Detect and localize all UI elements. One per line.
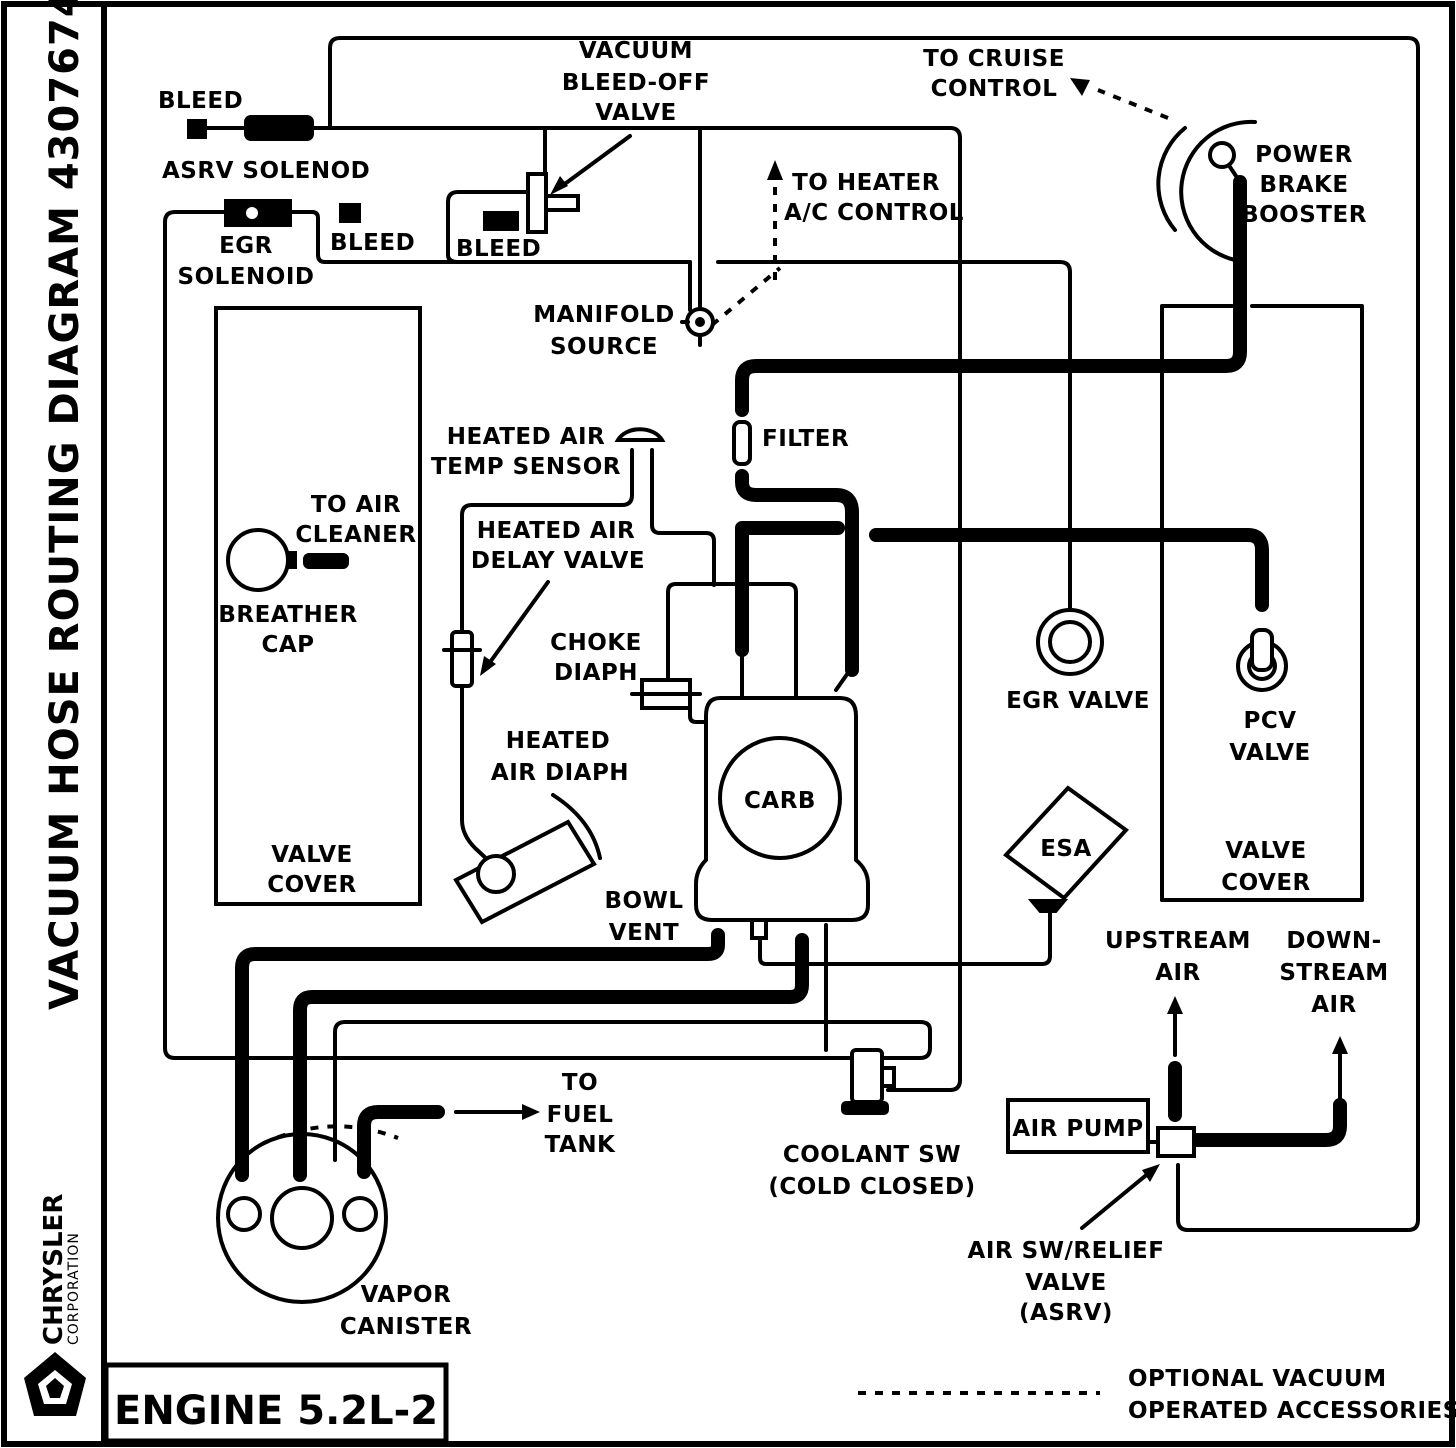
thick-hoses — [235, 175, 1347, 1182]
label-egr-valve: EGR VALVE — [1006, 688, 1150, 714]
bleed-2-port-icon — [339, 203, 361, 223]
label-pcv: PCV — [1243, 708, 1296, 734]
dashed-canister-line — [261, 1124, 399, 1146]
dashed-manifold-line — [710, 266, 782, 327]
label-bowl: BOWL — [604, 888, 683, 914]
pentastar-logo-icon — [24, 1352, 86, 1416]
asrv-solenoid-icon — [244, 115, 314, 141]
bleed-off-valve-icon — [526, 172, 580, 234]
label-cover-left: COVER — [267, 872, 357, 898]
label-power: POWER — [1255, 142, 1353, 168]
label-to: TO — [562, 1070, 598, 1096]
label-delay-valve: DELAY VALVE — [471, 548, 645, 574]
pcv-valve-icon — [1236, 628, 1288, 692]
label-heated-air-2: HEATED AIR — [477, 518, 636, 544]
label-down: DOWN- — [1286, 928, 1381, 954]
manifold-source-icon — [680, 307, 715, 347]
bleed-3-port-icon — [483, 211, 519, 231]
label-temp-sensor: TEMP SENSOR — [431, 454, 621, 480]
label-heated: HEATED — [506, 728, 610, 754]
label-tank: TANK — [545, 1132, 616, 1158]
label-canister: CANISTER — [340, 1314, 472, 1340]
label-cold-closed: (COLD CLOSED) — [768, 1174, 975, 1200]
label-vacuum: VACUUM — [579, 38, 693, 64]
label-air-diaph: AIR DIAPH — [491, 760, 629, 786]
label-asrv-abbr: (ASRV) — [1019, 1300, 1113, 1326]
engine-box — [103, 1362, 449, 1444]
filter-icon — [732, 420, 752, 466]
label-booster: BOOSTER — [1241, 202, 1367, 228]
label-to-heater: TO HEATER — [792, 170, 940, 196]
label-valve-right: VALVE — [1225, 838, 1307, 864]
label-cap: CAP — [261, 632, 314, 658]
label-choke: CHOKE — [550, 630, 642, 656]
heated-air-diaph-icon — [453, 793, 602, 925]
label-down-air: AIR — [1311, 992, 1357, 1018]
label-air-pump: AIR PUMP — [1012, 1116, 1143, 1142]
label-egr: EGR — [219, 233, 273, 259]
legend-line1: OPTIONAL VACUUM — [1128, 1366, 1387, 1392]
label-asrv-solenoid: ASRV SOLENOD — [162, 158, 370, 184]
label-heated-air: HEATED AIR — [447, 424, 606, 450]
coolant-switch-icon — [841, 1048, 896, 1115]
label-brake: BRAKE — [1259, 172, 1348, 198]
power-brake-booster-icon — [1156, 119, 1257, 262]
label-solenoid: SOLENOID — [178, 264, 315, 290]
label-asrv-valve: VALVE — [1025, 1270, 1107, 1296]
label-to-air: TO AIR — [311, 492, 401, 518]
label-pcv-valve: VALVE — [1229, 740, 1311, 766]
dashed-cruise-line — [1097, 88, 1169, 120]
corporation-name: CHRYSLER — [39, 1194, 69, 1345]
side-title: VACUUM HOSE ROUTING DIAGRAM 4307674 — [42, 0, 88, 1010]
label-carb: CARB — [744, 788, 816, 814]
engine-label: ENGINE 5.2L-2 — [114, 1388, 438, 1434]
label-air-sw-relief: AIR SW/RELIEF — [968, 1238, 1165, 1264]
corporation-sub: CORPORATION — [66, 1232, 82, 1345]
label-esa: ESA — [1040, 836, 1092, 862]
label-bleed-3: BLEED — [456, 236, 541, 262]
label-coolant-sw: COOLANT SW — [783, 1142, 961, 1168]
air-cleaner-hose-icon — [303, 553, 349, 569]
label-filter: FILTER — [762, 426, 849, 452]
label-control: CONTROL — [931, 76, 1058, 102]
label-source: SOURCE — [550, 334, 658, 360]
label-valve-left: VALVE — [271, 842, 353, 868]
arrows — [454, 78, 1348, 1230]
label-valve: VALVE — [595, 100, 677, 126]
choke-diaph-icon — [630, 678, 702, 710]
left-valve-cover — [214, 306, 422, 906]
label-diaph: DIAPH — [554, 660, 638, 686]
label-cleaner: CLEANER — [295, 522, 416, 548]
label-bleed-off: BLEED-OFF — [562, 70, 710, 96]
heated-air-temp-sensor-icon — [614, 427, 666, 442]
legend-line2: OPERATED ACCESSORIES — [1128, 1398, 1456, 1424]
heated-air-delay-valve-icon — [442, 630, 482, 688]
label-up-air: AIR — [1155, 960, 1201, 986]
asrv-valve-icon — [1146, 1126, 1196, 1158]
label-upstream: UPSTREAM — [1105, 928, 1251, 954]
egr-valve-icon — [1036, 608, 1104, 676]
esa-icon — [1003, 785, 1129, 913]
thin-hoses — [163, 36, 1420, 1232]
carb-icon — [694, 696, 870, 940]
air-pump-icon — [1006, 1098, 1150, 1154]
label-manifold: MANIFOLD — [533, 302, 675, 328]
label-cover-right: COVER — [1221, 870, 1311, 896]
label-stream: STREAM — [1279, 960, 1388, 986]
breather-cap-icon — [226, 528, 297, 592]
label-vent: VENT — [609, 920, 679, 946]
label-vapor: VAPOR — [361, 1282, 452, 1308]
vapor-canister-icon — [216, 1132, 388, 1304]
label-ac-control: A/C CONTROL — [784, 200, 964, 226]
label-bleed-1: BLEED — [158, 88, 243, 114]
label-to-cruise: TO CRUISE — [923, 46, 1065, 72]
label-breather: BREATHER — [218, 602, 357, 628]
label-bleed-2: BLEED — [330, 230, 415, 256]
bleed-port-icon — [187, 119, 207, 139]
label-fuel: FUEL — [547, 1102, 614, 1128]
egr-solenoid-icon — [224, 199, 292, 227]
